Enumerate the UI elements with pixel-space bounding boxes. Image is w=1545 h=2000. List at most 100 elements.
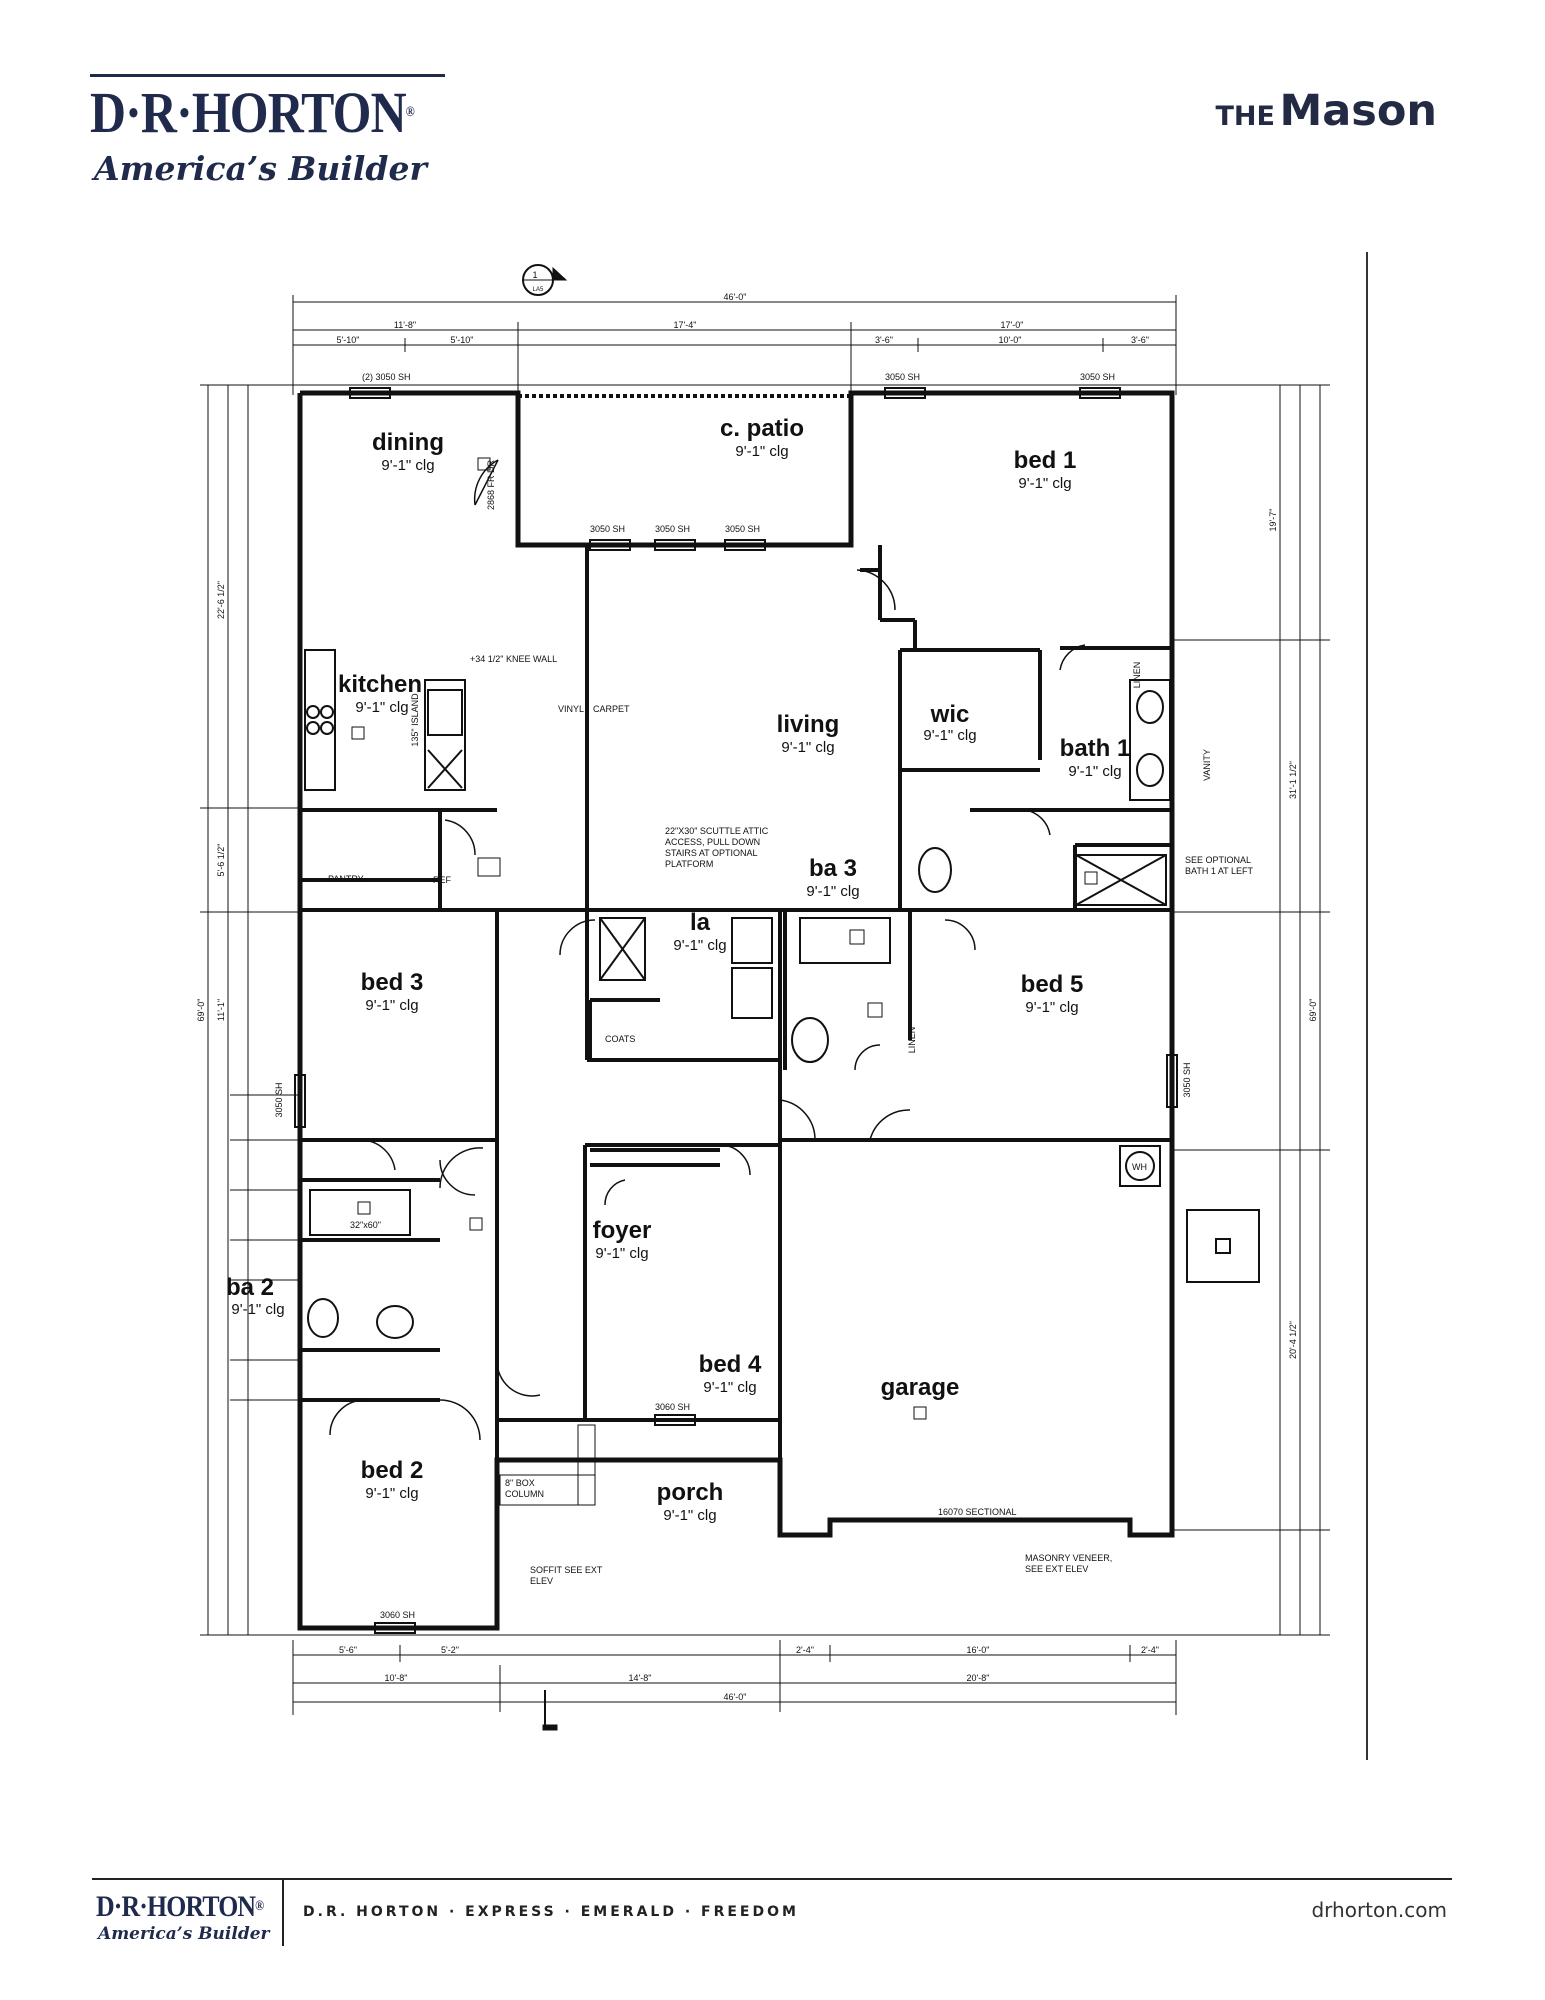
dim-top-sub: 3'-6" [1131, 335, 1149, 345]
room-ceiling: 9'-1" clg [1068, 763, 1121, 780]
dim-right: 20'-4 1/2" [1288, 1321, 1298, 1359]
dim-bottom-sub: 16'-0" [967, 1645, 990, 1655]
pantry-label: PANTRY [328, 874, 364, 884]
dim-bottom-sub: 2'-4" [796, 1645, 814, 1655]
linen-label: LINEN [1132, 662, 1142, 689]
dim-overall-bottom: 46'-0" [724, 1692, 747, 1702]
water-heater-label: WH [1132, 1162, 1147, 1172]
dim-top-left: 11'-8" [394, 320, 416, 330]
right-vertical-rule [1366, 252, 1368, 1760]
dim-top-sub: 5'-10" [337, 335, 360, 345]
room-label: kitchen [338, 671, 422, 698]
window-label: 3050 SH [590, 524, 625, 534]
window-label: 3050 SH [1080, 372, 1115, 382]
dim-top-sub: 10'-0" [999, 335, 1022, 345]
drhorton-logo: D·R·HORTON® America’s Builder [90, 74, 450, 188]
room-label: garage [881, 1374, 960, 1401]
soffit-note: SOFFIT SEE EXT ELEV [530, 1565, 602, 1586]
floor-note: CARPET [593, 704, 630, 714]
room-label: bath 1 [1060, 735, 1131, 762]
room-ceiling: 9'-1" clg [781, 739, 834, 756]
footer-url-link[interactable]: drhorton.com [1311, 1898, 1447, 1922]
plan-title-prefix: THE [1215, 101, 1275, 132]
door-label: 2868 FR DR [486, 459, 496, 510]
dim-bottom: 10'-8" [385, 1673, 408, 1683]
logo-rule [90, 74, 445, 77]
room-ceiling: 9'-1" clg [355, 699, 408, 716]
dim-right: 31'-1 1/2" [1288, 761, 1298, 799]
box-column-note: 8" BOX COLUMN [505, 1478, 544, 1499]
coats-label: COATS [605, 1034, 635, 1044]
room-label: porch [657, 1479, 724, 1506]
window-label: 3050 SH [655, 524, 690, 534]
window-label: (2) 3050 SH [362, 372, 411, 382]
garage-door-label: 16070 SECTIONAL [938, 1507, 1017, 1517]
room-ceiling: 9'-1" clg [673, 937, 726, 954]
plan-title: THE Mason [1216, 86, 1437, 136]
room-ceiling: 9'-1" clg [703, 1379, 756, 1396]
logo-tagline: America’s Builder [94, 149, 427, 188]
room-ceiling: 9'-1" clg [735, 443, 788, 460]
section-marker-number: 1 [532, 270, 537, 280]
tub-label: 32"x60" [350, 1220, 381, 1230]
room-ceiling: 9'-1" clg [365, 1485, 418, 1502]
footer-logo-wordmark: D·R·HORTON® [96, 1890, 264, 1923]
vanity-label: VANITY [1202, 749, 1212, 781]
dim-left: 11'-1" [216, 999, 226, 1021]
room-ceiling: 9'-1" clg [365, 997, 418, 1014]
dim-bottom: 14'-8" [629, 1673, 652, 1683]
room-ceiling: 9'-1" clg [1025, 999, 1078, 1016]
room-ceiling: 9'-1" clg [595, 1245, 648, 1262]
island-note: +34 1/2" KNEE WALL [470, 654, 557, 664]
footer-divider [282, 1880, 284, 1946]
window-label: 3050 SH [1182, 1062, 1192, 1097]
linen-label: LINEN [907, 1027, 917, 1054]
room-ceiling: 9'-1" clg [231, 1301, 284, 1318]
room-ceiling: 9'-1" clg [1018, 475, 1071, 492]
room-label: bed 3 [361, 969, 424, 996]
room-label: bed 5 [1021, 971, 1084, 998]
room-label: ba 3 [809, 855, 857, 882]
footer-rule [92, 1878, 1452, 1880]
dim-bottom-sub: 5'-6" [339, 1645, 357, 1655]
room-label: bed 2 [361, 1457, 424, 1484]
footer-logo-tagline: America’s Builder [98, 1924, 270, 1944]
room-label: living [777, 711, 840, 738]
room-label: ba 2 [226, 1274, 274, 1301]
optional-bath-note: SEE OPTIONAL BATH 1 AT LEFT [1185, 855, 1253, 876]
dim-bottom: 20'-8" [967, 1673, 990, 1683]
room-label: wic [930, 701, 970, 728]
window-label: 3060 SH [655, 1402, 690, 1412]
room-label: bed 4 [699, 1351, 762, 1378]
dim-bottom-sub: 5'-2" [441, 1645, 459, 1655]
room-label: c. patio [720, 415, 804, 442]
floor-note: VINYL [558, 704, 584, 714]
room-ceiling: 9'-1" clg [806, 883, 859, 900]
window-label: 3060 SH [380, 1610, 415, 1620]
dim-overall-top: 46'-0" [724, 292, 747, 302]
dim-left: 22'-6 1/2" [216, 581, 226, 619]
dim-right: 19'-7" [1268, 509, 1278, 532]
ref-label: REF [433, 875, 452, 885]
island-note: 135" ISLAND [410, 693, 420, 747]
room-label: bed 1 [1014, 447, 1077, 474]
logo-wordmark: D·R·HORTON® [90, 80, 415, 145]
dim-top-sub: 5'-10" [451, 335, 474, 345]
window-label: 3050 SH [274, 1082, 284, 1117]
dim-left: 5'-6 1/2" [216, 844, 226, 877]
dim-top-right: 17'-0" [1001, 320, 1024, 330]
dim-top-sub: 3'-6" [875, 335, 893, 345]
room-ceiling: 9'-1" clg [923, 727, 976, 744]
room-ceiling: 9'-1" clg [663, 1507, 716, 1524]
room-label: foyer [593, 1217, 652, 1244]
window-label: 3050 SH [725, 524, 760, 534]
section-marker-sheet: LA5 [533, 287, 544, 293]
footer-brands: D.R. HORTON · EXPRESS · EMERALD · FREEDO… [303, 1904, 799, 1920]
masonry-note: MASONRY VENEER, SEE EXT ELEV [1025, 1553, 1112, 1574]
room-label: dining [372, 429, 444, 456]
dim-left-overall: 69'-0" [196, 999, 206, 1022]
dim-bottom-sub: 2'-4" [1141, 1645, 1159, 1655]
plan-title-name: Mason [1279, 86, 1437, 136]
window-label: 3050 SH [885, 372, 920, 382]
